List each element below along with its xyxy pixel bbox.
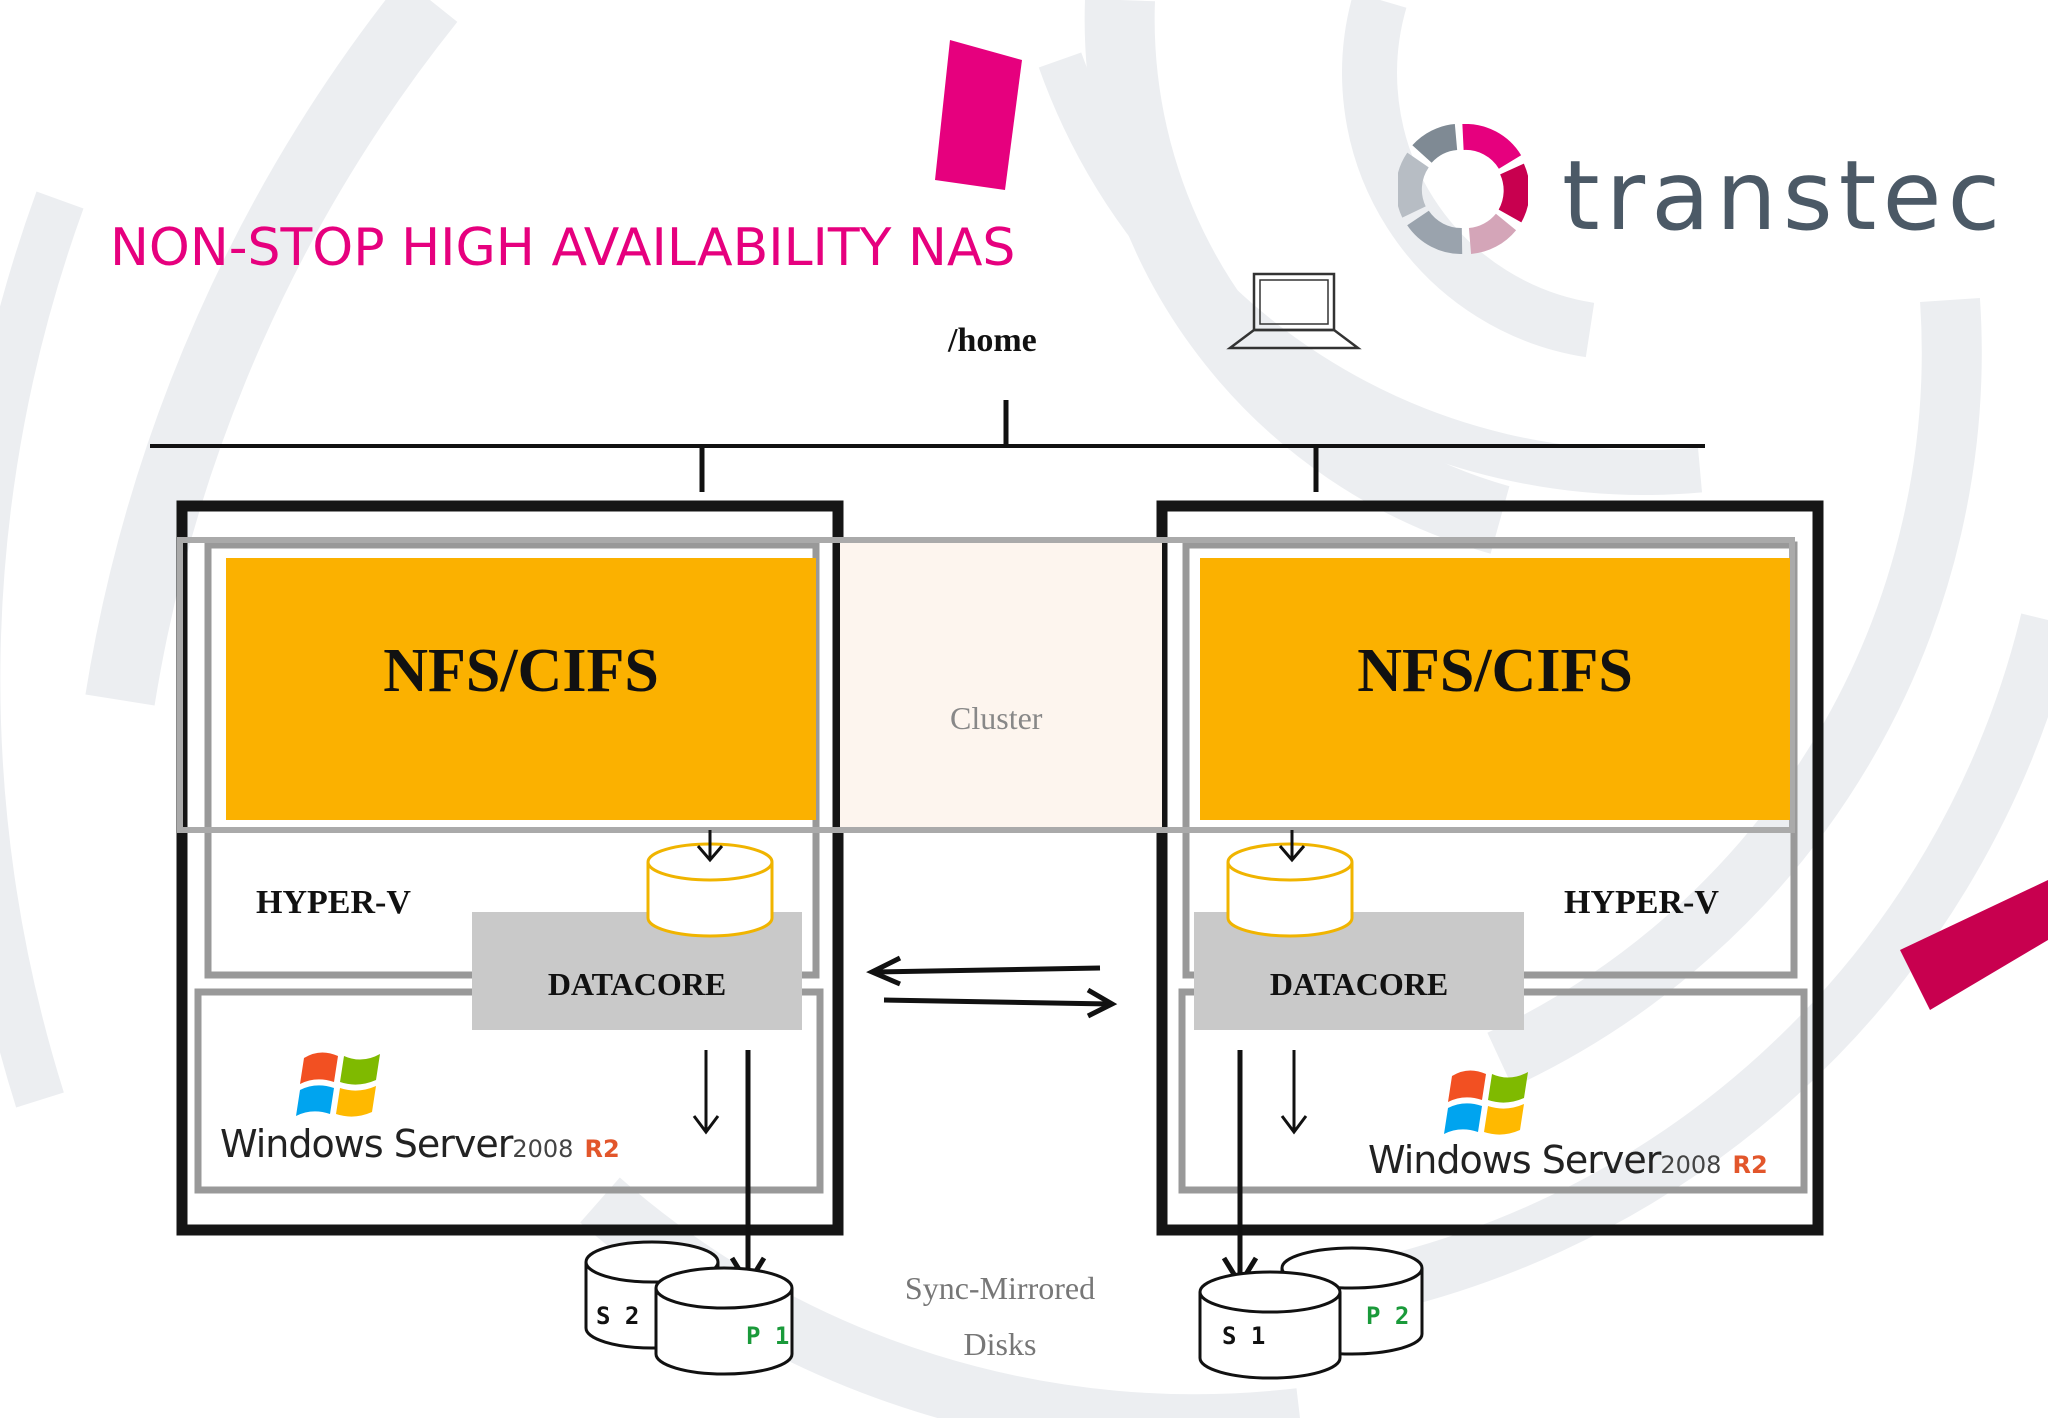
home-share-label: /home (948, 322, 1037, 359)
os-label-right: Windows Server2008 R2 (1368, 1138, 1768, 1182)
cluster-label: Cluster (950, 700, 1043, 736)
os-version: 2008 (1660, 1151, 1722, 1179)
disk-label-s2: S 2 (596, 1302, 640, 1330)
disk-label-s1: S 1 (1222, 1322, 1266, 1350)
sync-label-line2: Disks (963, 1326, 1037, 1362)
brand-name: transtec (1562, 140, 2007, 252)
os-name: Windows Server (220, 1122, 513, 1166)
os-version: 2008 (512, 1135, 574, 1163)
disk-icon (646, 842, 1354, 938)
windows-flag-icon (1444, 1070, 1528, 1135)
nfs-cifs-block-right (1200, 558, 1790, 820)
hypervisor-label-right: HYPER-V (1564, 884, 1719, 921)
service-label-right: NFS/CIFS (1357, 637, 1633, 705)
service-label-left: NFS/CIFS (383, 637, 659, 705)
windows-flag-icon (296, 1052, 380, 1117)
os-name: Windows Server (1368, 1138, 1661, 1182)
os-release: R2 (584, 1135, 620, 1163)
storage-label-left: DATACORE (547, 966, 727, 1002)
storage-label-right: DATACORE (1269, 966, 1449, 1002)
disk-label-p2: P 2 (1366, 1302, 1410, 1330)
nfs-cifs-block-left (226, 558, 816, 820)
laptop-icon (1226, 272, 1362, 350)
transtec-logo-icon (1398, 124, 1528, 254)
disk-label-p1: P 1 (746, 1322, 790, 1350)
page-title: NON-STOP HIGH AVAILABILITY NAS (110, 218, 1016, 278)
os-label-left: Windows Server2008 R2 (220, 1122, 620, 1166)
os-release: R2 (1732, 1151, 1768, 1179)
hypervisor-label-left: HYPER-V (256, 884, 411, 921)
sync-label-line1: Sync-Mirrored (904, 1270, 1096, 1306)
